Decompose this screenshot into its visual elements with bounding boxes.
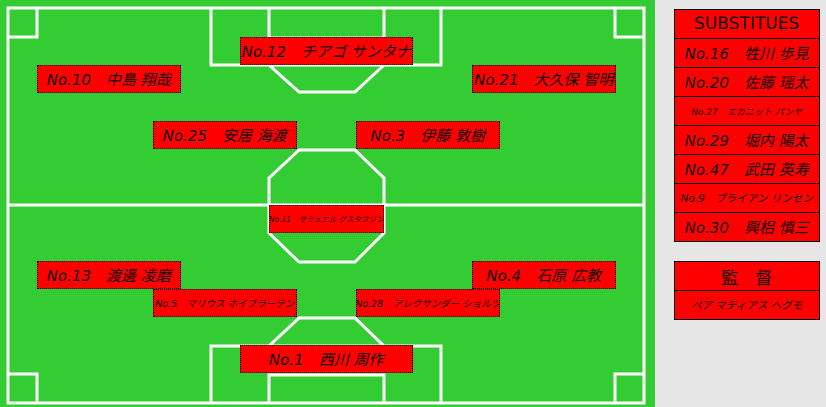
player-tag-12[interactable]: No.12 チアゴ サンタナ xyxy=(240,37,413,65)
corner-top-right xyxy=(613,8,644,39)
substitute-item[interactable]: No.16 牲川 歩見 xyxy=(675,39,819,68)
player-tag-3[interactable]: No.3 伊藤 敦樹 xyxy=(356,121,500,149)
substitute-item[interactable]: No.20 佐藤 瑶太 xyxy=(675,68,819,97)
center-circle xyxy=(267,148,386,264)
substitutes-panel: SUBSTITUES No.16 牲川 歩見 No.20 佐藤 瑶太 No.27… xyxy=(674,9,820,242)
substitutes-title: SUBSTITUES xyxy=(675,10,819,39)
corner-bottom-right xyxy=(613,372,644,403)
player-tag-1[interactable]: No.1 西川 周作 xyxy=(240,345,413,373)
manager-panel: 監 督 ペア マティアス ヘグモ xyxy=(674,261,820,320)
corner-bottom-left xyxy=(8,372,39,403)
substitute-item[interactable]: No.29 堀内 陽太 xyxy=(675,126,819,155)
player-tag-4[interactable]: No.4 石原 広教 xyxy=(472,261,616,289)
top-penalty-arc xyxy=(267,63,386,94)
corner-top-left xyxy=(8,8,39,39)
top-penalty-area xyxy=(209,8,443,67)
player-tag-28[interactable]: No.28 アレクサンダー ショルツ xyxy=(356,289,500,317)
manager-title: 監 督 xyxy=(675,262,819,291)
player-tag-11[interactable]: No.11 サミュエル グスタフソン xyxy=(269,205,384,233)
bottom-goal-area xyxy=(267,373,386,403)
player-tag-10[interactable]: No.10 中島 翔哉 xyxy=(37,65,181,93)
player-tag-21[interactable]: No.21 大久保 智明 xyxy=(472,65,616,93)
player-tag-13[interactable]: No.13 渡邊 凌磨 xyxy=(37,261,181,289)
player-tag-25[interactable]: No.25 安居 海渡 xyxy=(153,121,297,149)
substitute-item[interactable]: No.30 興梠 慎三 xyxy=(684,218,810,237)
substitute-item[interactable]: No.9 ブライアン リンセン xyxy=(675,184,819,213)
manager-name[interactable]: ペア マティアス ヘグモ xyxy=(691,299,803,312)
player-tag-5[interactable]: No.5 マリウス ホイブラーテン xyxy=(153,289,297,317)
bottom-penalty-arc xyxy=(267,316,386,348)
substitute-item[interactable]: No.47 武田 英寿 xyxy=(675,155,819,184)
substitute-item[interactable]: No.27 エカニット パンヤ xyxy=(675,97,819,126)
